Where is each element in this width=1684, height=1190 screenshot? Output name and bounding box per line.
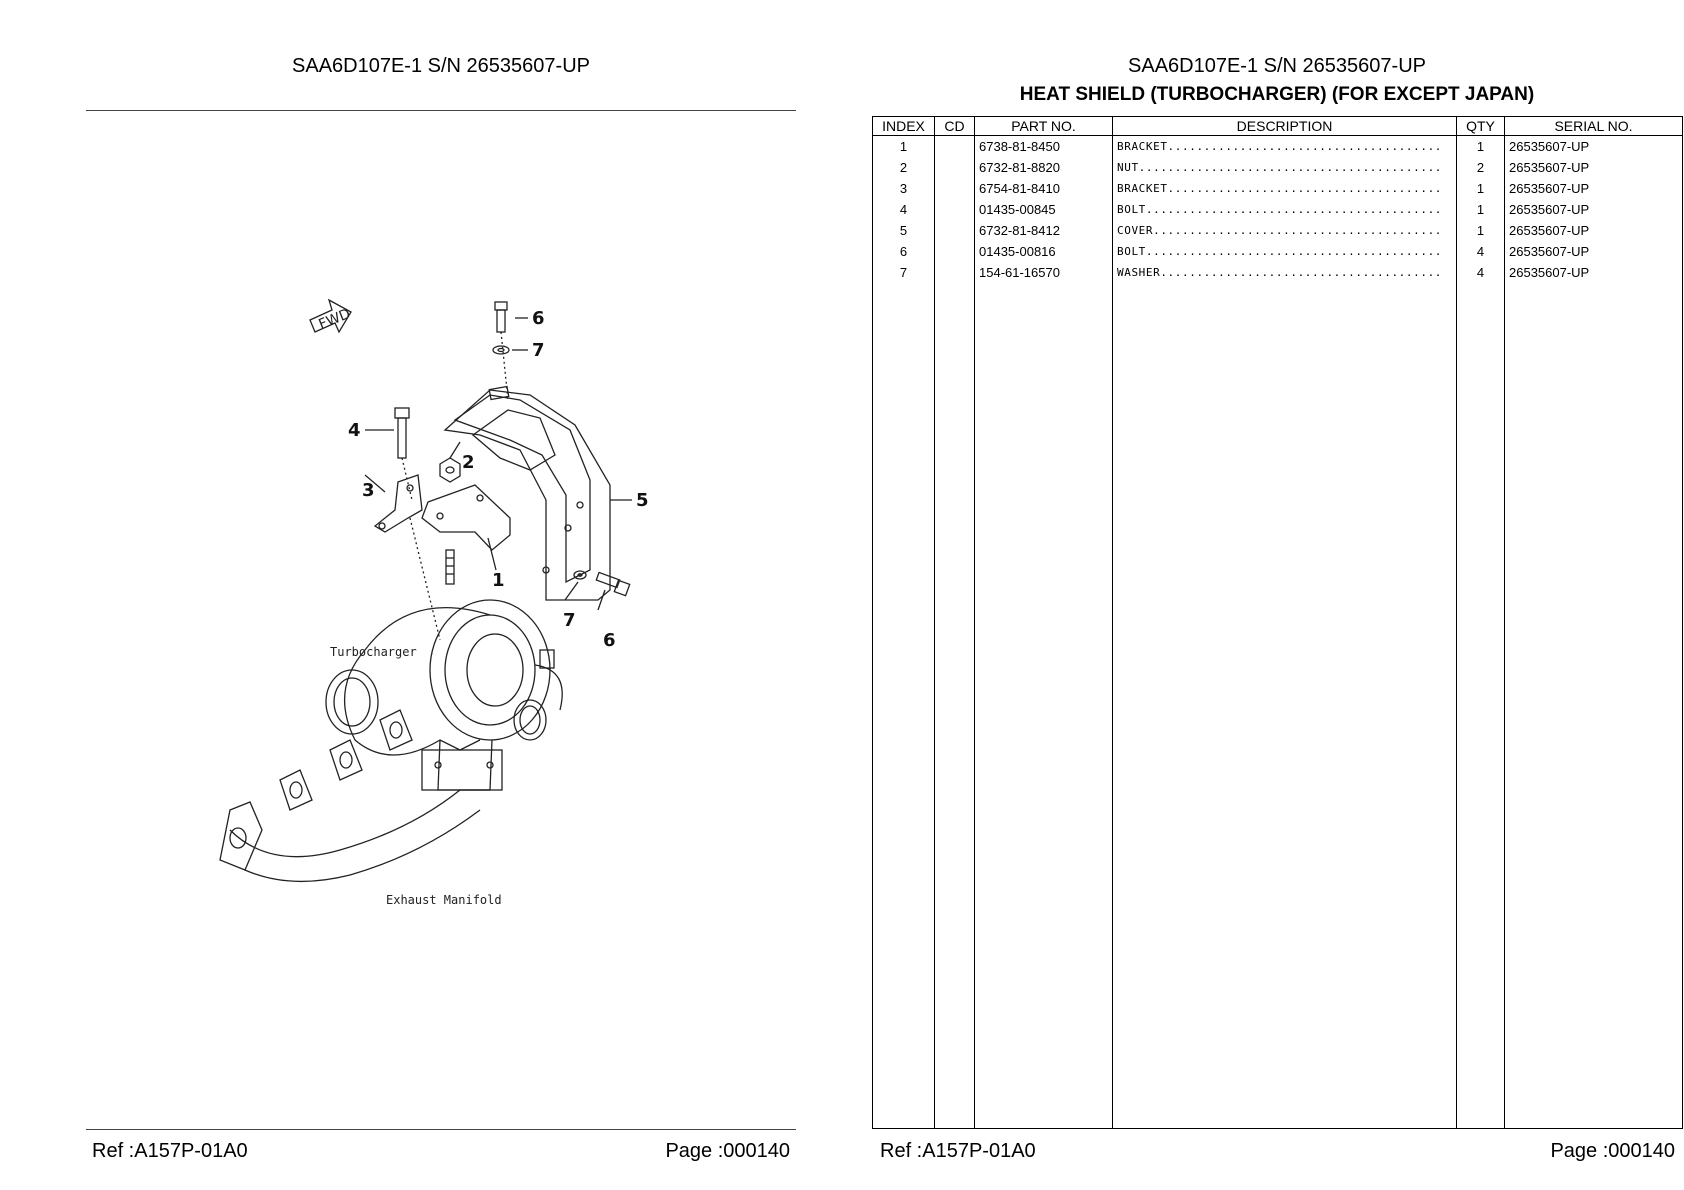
cell-index: 1	[872, 135, 935, 157]
cell-serial: 26535607-UP	[1504, 178, 1683, 199]
right-page-header: SAA6D107E-1 S/N 26535607-UP	[1128, 55, 1426, 77]
callout-7-top: 7	[532, 340, 545, 361]
callout-4: 4	[348, 420, 361, 441]
cell-qty: 1	[1456, 135, 1505, 157]
cell-cd	[934, 241, 975, 262]
right-footer-page: Page :000140	[1550, 1140, 1675, 1162]
cell-qty: 2	[1456, 157, 1505, 178]
left-header-rule	[86, 110, 796, 111]
left-page-header: SAA6D107E-1 S/N 26535607-UP	[292, 55, 590, 77]
table-row: 2 6732-81-8820 NUT......................…	[872, 157, 1683, 178]
fwd-label: FWD	[316, 306, 352, 333]
cell-serial: 26535607-UP	[1504, 241, 1683, 262]
callout-3: 3	[362, 480, 375, 501]
cell-serial: 26535607-UP	[1504, 262, 1683, 283]
cell-description: BRACKET.................................…	[1112, 135, 1457, 157]
table-row: 3 6754-81-8410 BRACKET..................…	[872, 178, 1683, 199]
callout-2: 2	[462, 452, 475, 473]
parts-table-header: INDEX CD PART NO. DESCRIPTION QTY SERIAL…	[872, 116, 1683, 136]
cell-index: 5	[872, 220, 935, 241]
cell-index: 4	[872, 199, 935, 220]
left-footer-rule	[86, 1129, 796, 1130]
cell-cd	[934, 157, 975, 178]
cell-part-no: 6738-81-8450	[974, 135, 1113, 157]
right-footer-ref: Ref :A157P-01A0	[880, 1140, 1036, 1162]
cell-description: NUT.....................................…	[1112, 157, 1457, 178]
cell-index: 7	[872, 262, 935, 283]
cell-qty: 4	[1456, 262, 1505, 283]
cell-cd	[934, 178, 975, 199]
cell-description: BOLT....................................…	[1112, 241, 1457, 262]
table-filler-row	[872, 283, 1683, 1129]
cell-index: 6	[872, 241, 935, 262]
cell-cd	[934, 262, 975, 283]
cell-serial: 26535607-UP	[1504, 135, 1683, 157]
table-row: 7 154-61-16570 WASHER...................…	[872, 262, 1683, 283]
cell-part-no: 01435-00845	[974, 199, 1113, 220]
col-serial-header: SERIAL NO.	[1504, 116, 1683, 136]
fwd-arrow-icon: FWD	[309, 298, 353, 334]
col-qty-header: QTY	[1456, 116, 1505, 136]
col-cd-header: CD	[934, 116, 975, 136]
cell-description: BOLT....................................…	[1112, 199, 1457, 220]
callout-6-top: 6	[532, 308, 545, 329]
table-row: 5 6732-81-8412 COVER....................…	[872, 220, 1683, 241]
cell-qty: 4	[1456, 241, 1505, 262]
cell-serial: 26535607-UP	[1504, 157, 1683, 178]
parts-table: INDEX CD PART NO. DESCRIPTION QTY SERIAL…	[872, 116, 1683, 1129]
callout-1: 1	[492, 570, 505, 591]
left-footer-ref: Ref :A157P-01A0	[92, 1140, 248, 1162]
callout-6-bottom: 6	[603, 630, 616, 651]
left-footer-page: Page :000140	[665, 1140, 790, 1162]
cell-part-no: 6732-81-8820	[974, 157, 1113, 178]
cell-part-no: 6732-81-8412	[974, 220, 1113, 241]
cell-description: BRACKET.................................…	[1112, 178, 1457, 199]
cell-qty: 1	[1456, 199, 1505, 220]
exhaust-manifold-label: Exhaust Manifold	[386, 893, 502, 907]
parts-table-title: HEAT SHIELD (TURBOCHARGER) (FOR EXCEPT J…	[1019, 84, 1535, 105]
table-row: 4 01435-00845 BOLT......................…	[872, 199, 1683, 220]
col-description-header: DESCRIPTION	[1112, 116, 1457, 136]
turbo-heat-shield-diagram: FWD	[219, 298, 649, 907]
cell-serial: 26535607-UP	[1504, 220, 1683, 241]
table-row: 6 01435-00816 BOLT......................…	[872, 241, 1683, 262]
col-part-no-header: PART NO.	[974, 116, 1113, 136]
cell-index: 3	[872, 178, 935, 199]
col-index-header: INDEX	[872, 116, 935, 136]
cell-qty: 1	[1456, 220, 1505, 241]
callout-5: 5	[636, 490, 649, 511]
cell-index: 2	[872, 157, 935, 178]
cell-qty: 1	[1456, 178, 1505, 199]
cell-part-no: 6754-81-8410	[974, 178, 1113, 199]
cell-part-no: 01435-00816	[974, 241, 1113, 262]
table-row: 1 6738-81-8450 BRACKET..................…	[872, 135, 1683, 157]
cell-description: WASHER..................................…	[1112, 262, 1457, 283]
cell-cd	[934, 135, 975, 157]
cell-cd	[934, 220, 975, 241]
cell-serial: 26535607-UP	[1504, 199, 1683, 220]
cell-cd	[934, 199, 975, 220]
turbocharger-label: Turbocharger	[330, 645, 417, 659]
callout-7-bottom: 7	[563, 610, 576, 631]
cell-description: COVER...................................…	[1112, 220, 1457, 241]
cell-part-no: 154-61-16570	[974, 262, 1113, 283]
